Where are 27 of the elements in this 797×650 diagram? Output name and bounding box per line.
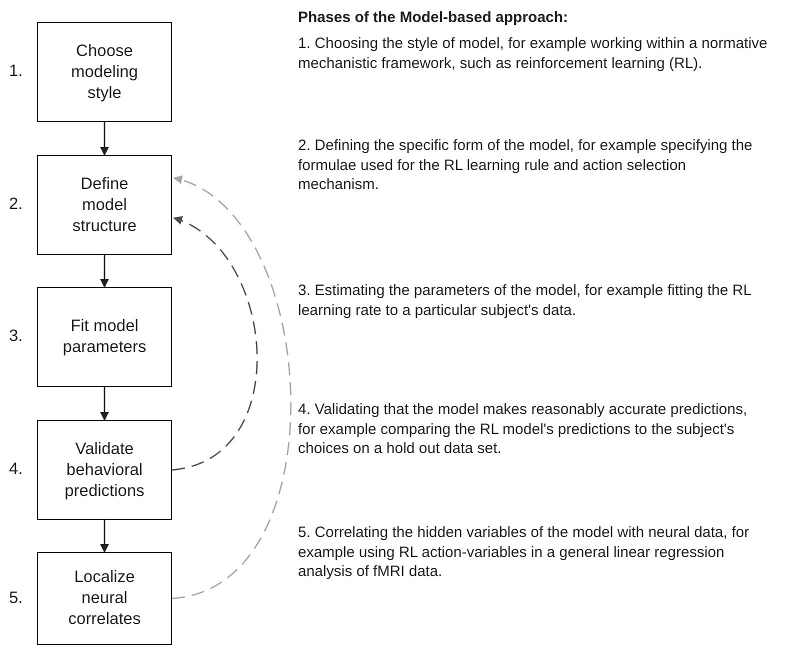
- arrow: [100, 387, 109, 421]
- step-number: 2.: [9, 195, 23, 214]
- phase-description: 5. Correlating the hidden variables of the model with neural data, for example using RL action-variables in a general linear regression analysis of fMRI data.: [298, 523, 750, 582]
- process-box: [37, 420, 172, 520]
- step-number: 5.: [9, 588, 23, 608]
- arrow: [100, 520, 109, 553]
- process-box: [37, 155, 172, 255]
- step-text: Validate behavioral predictions: [64, 438, 144, 502]
- step-number: 4.: [9, 460, 23, 479]
- step-text: Choose modeling style: [71, 40, 138, 104]
- dashed-feedback-arrow: [172, 217, 258, 471]
- dashed-feedback-arrow: [172, 177, 292, 600]
- phase-description: 2. Defining the specific form of the model, for example specifying the formulae used for the RL learning rule and action selection mechanism.: [298, 136, 754, 194]
- heading: Phases of the Model-based approach:: [298, 9, 568, 26]
- step-text: Fit model parameters: [62, 316, 146, 358]
- arrow: [100, 122, 109, 156]
- step-number: 3.: [9, 327, 23, 346]
- process-box: [37, 287, 172, 387]
- phase-description: 3. Estimating the parameters of the model, for example fitting the RL learning rate to a particular subject's data.: [298, 281, 752, 320]
- phase-description: 4. Validating that the model makes reasonably accurate predictions, for example comparing the RL model's predictions to the subject's choices on a hold out data set.: [298, 400, 748, 458]
- process-box: [37, 22, 172, 122]
- step-number: 1.: [9, 62, 23, 81]
- phase-description: 1. Choosing the style of model, for example working within a normative mechanistic framework, such as reinforcement learning (RL).: [298, 34, 768, 73]
- process-box: [37, 552, 172, 645]
- step-text: Localize neural correlates: [68, 567, 141, 630]
- arrow: [100, 255, 109, 288]
- step-text: Define model structure: [72, 174, 137, 236]
